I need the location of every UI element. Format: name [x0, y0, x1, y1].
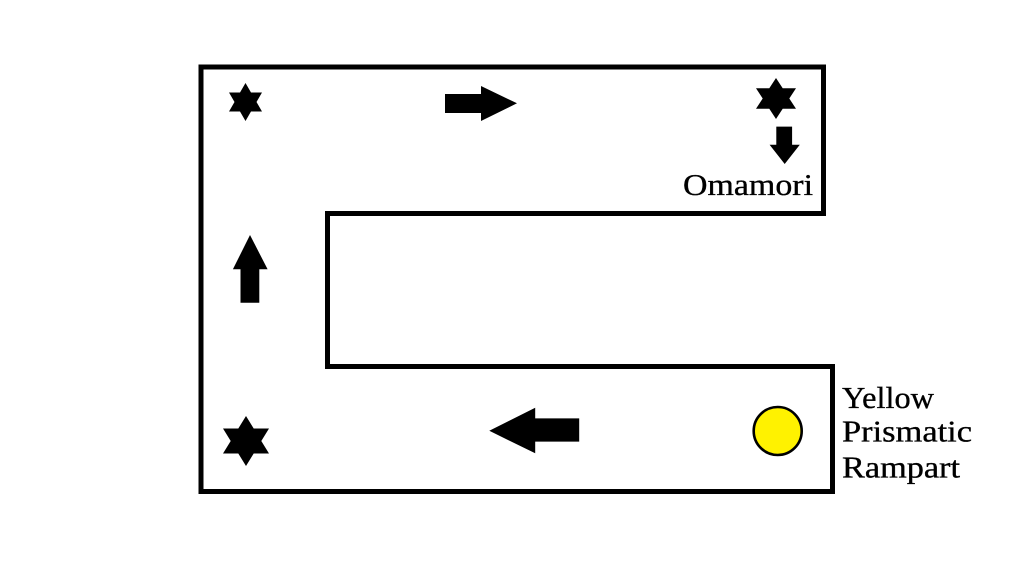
svg-text:Rampart: Rampart	[842, 449, 960, 484]
svg-text:Omamori: Omamori	[683, 167, 813, 202]
svg-text:Prismatic: Prismatic	[842, 413, 972, 448]
svg-text:Yellow: Yellow	[842, 380, 935, 415]
